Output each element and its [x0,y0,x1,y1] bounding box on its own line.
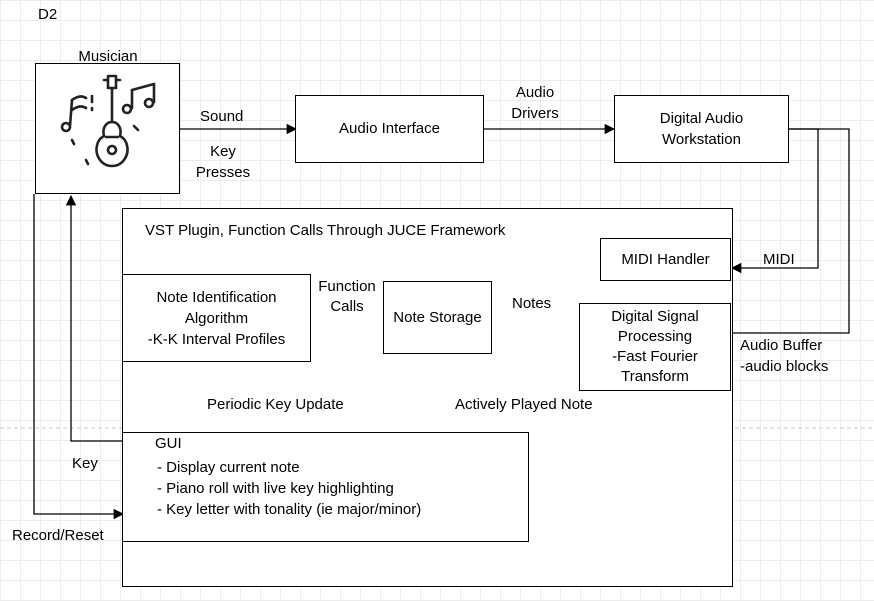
gui-box[interactable]: GUI - Display current note - Piano roll … [122,432,529,542]
musician-label: Musician [78,48,138,65]
dsp-label: Digital Signal Processing -Fast Fourier … [611,308,699,385]
page-label: D2 [38,6,58,23]
gui-item: - Display current note [157,459,300,476]
sound-label: Sound [200,108,244,125]
key-presses-label: Key Presses [195,143,251,181]
midi-handler-label: MIDI Handler [621,251,710,268]
key-arrow [65,194,122,442]
actively-played-note-label: Actively Played Note [455,396,593,413]
notes-label: Notes [512,295,552,312]
note-storage-label: Note Storage [393,309,482,326]
dsp-box[interactable]: Digital Signal Processing -Fast Fourier … [579,303,731,391]
record-reset-label: Record/Reset [12,527,104,544]
guitar-music-notes-icon [60,74,156,168]
gui-item: - Piano roll with live key highlighting [157,480,394,497]
daw-box[interactable]: Digital Audio Workstation [614,95,789,163]
periodic-key-update-label: Periodic Key Update [207,396,344,413]
daw-label: Digital Audio Workstation [659,110,744,148]
midi-handler-box[interactable]: MIDI Handler [600,238,731,281]
note-storage-box[interactable]: Note Storage [383,281,492,354]
gui-item: - Key letter with tonality (ie major/min… [157,501,422,518]
audio-interface-box[interactable]: Audio Interface [295,95,484,163]
record-reset-arrow [33,194,125,520]
midi-label: MIDI [763,251,795,268]
audio-interface-label: Audio Interface [339,120,440,137]
audio-buffer-line [732,128,850,334]
vst-plugin-title: VST Plugin, Function Calls Through JUCE … [145,222,506,239]
gui-title: GUI [155,435,182,452]
audio-buffer-label: Audio Buffer -audio blocks [740,337,829,375]
note-identification-label: Note Identification Algorithm -K-K Inter… [147,288,286,348]
audio-drivers-label: Audio Drivers [511,84,559,122]
note-identification-box[interactable]: Note Identification Algorithm -K-K Inter… [122,274,311,362]
key-label: Key [72,455,98,472]
musician-box[interactable] [35,63,180,194]
function-calls-label: Function Calls [318,278,376,315]
